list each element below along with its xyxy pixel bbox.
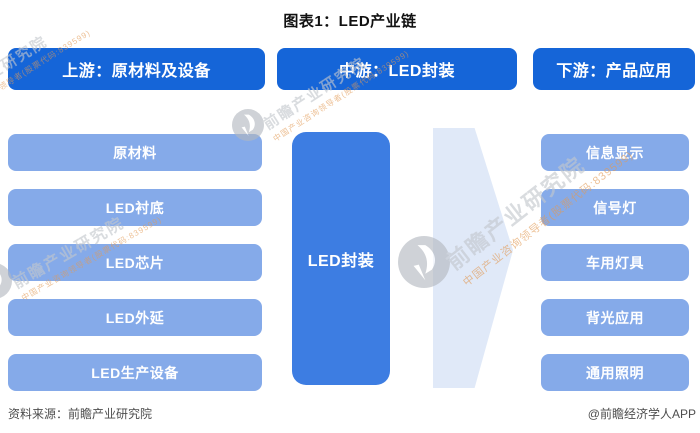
upstream-node-led-production-equipment: LED生产设备	[8, 354, 262, 391]
midstream-node-led-packaging: LED封装	[292, 132, 390, 385]
downstream-node-information-display: 信息显示	[541, 134, 689, 171]
source-note: 资料来源：前瞻产业研究院	[8, 407, 153, 421]
downstream-node-signal-light: 信号灯	[541, 189, 689, 226]
downstream-node-automotive-lighting: 车用灯具	[541, 244, 689, 281]
upstream-node-led-epitaxy: LED外延	[8, 299, 262, 336]
upstream-node-raw-materials: 原材料	[8, 134, 262, 171]
upstream-node-led-chip: LED芯片	[8, 244, 262, 281]
header-upstream: 上游：原材料及设备	[8, 48, 265, 90]
header-downstream: 下游：产品应用	[533, 48, 695, 90]
flow-arrow-shape	[433, 128, 513, 388]
header-midstream: 中游：LED封装	[277, 48, 517, 90]
downstream-node-backlight-application: 背光应用	[541, 299, 689, 336]
downstream-node-general-lighting: 通用照明	[541, 354, 689, 391]
page-title: 图表1：LED产业链	[283, 13, 417, 30]
app-credit: @前瞻经济学人APP	[587, 407, 696, 421]
upstream-node-led-substrate: LED衬底	[8, 189, 262, 226]
